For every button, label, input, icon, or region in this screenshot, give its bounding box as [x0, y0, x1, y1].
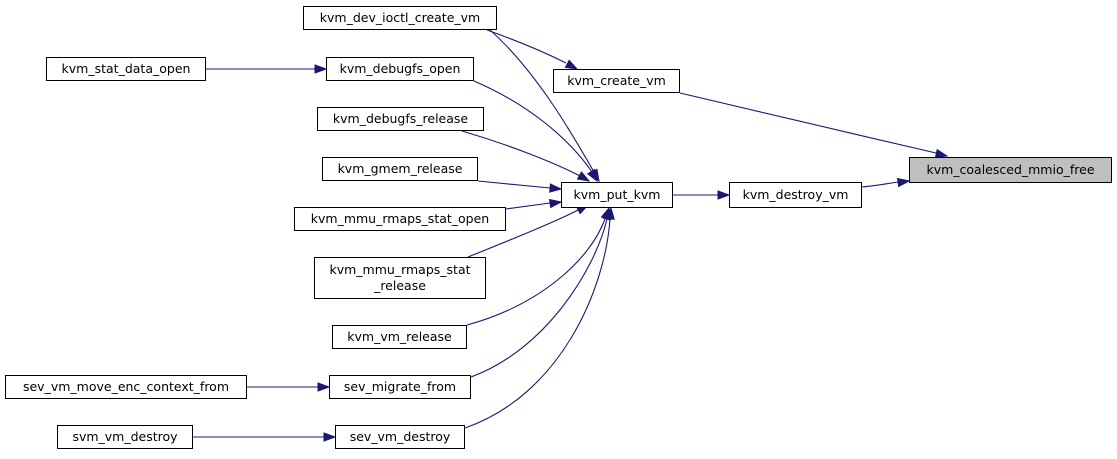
- node-svm-vm-destroy[interactable]: svm_vm_destroy: [57, 425, 193, 449]
- arrowhead: [317, 382, 331, 392]
- node-kvm-debugfs-open[interactable]: kvm_debugfs_open: [326, 57, 474, 81]
- arrowhead: [605, 206, 615, 220]
- node-kvm-debugfs-release[interactable]: kvm_debugfs_release: [317, 107, 484, 131]
- edge-kvm-debugfs-open-to-kvm-put-kvm: [473, 80, 593, 173]
- node-label: kvm_vm_release: [347, 329, 452, 344]
- arrowhead: [896, 177, 911, 188]
- edge-kvm-debugfs-release-to-kvm-put-kvm: [461, 130, 581, 177]
- node-label: kvm_mmu_rmaps_stat _release: [329, 262, 471, 293]
- edge-kvm-create-vm-to-kvm-coalesced-mmio-free: [679, 92, 937, 154]
- node-kvm-coalesced-mmio-free: kvm_coalesced_mmio_free: [909, 157, 1112, 183]
- node-label: kvm_coalesced_mmio_free: [926, 162, 1095, 177]
- node-sev-vm-destroy[interactable]: sev_vm_destroy: [335, 425, 465, 449]
- edge-kvm-mmu-rmaps-stat-open-to-kvm-put-kvm: [505, 202, 551, 210]
- node-kvm-stat-data-open[interactable]: kvm_stat_data_open: [46, 57, 206, 81]
- node-label: kvm_dev_ioctl_create_vm: [319, 10, 481, 25]
- arrowhead: [934, 148, 949, 159]
- node-label: kvm_stat_data_open: [61, 61, 191, 76]
- node-label: kvm_put_kvm: [573, 187, 661, 202]
- node-label: kvm_mmu_rmaps_stat_open: [310, 211, 490, 226]
- node-kvm-create-vm[interactable]: kvm_create_vm: [553, 69, 680, 93]
- node-label: kvm_create_vm: [567, 73, 666, 88]
- node-kvm-put-kvm[interactable]: kvm_put_kvm: [561, 182, 673, 208]
- arrowhead: [717, 190, 731, 200]
- node-label: kvm_debugfs_open: [339, 61, 461, 76]
- edge-kvm-vm-release-to-kvm-put-kvm: [466, 218, 606, 326]
- node-kvm-gmem-release[interactable]: kvm_gmem_release: [322, 157, 478, 181]
- node-sev-vm-move-enc-context-from[interactable]: sev_vm_move_enc_context_from: [5, 375, 247, 399]
- arrowhead: [576, 171, 591, 182]
- node-kvm-dev-ioctl-create-vm[interactable]: kvm_dev_ioctl_create_vm: [303, 6, 497, 30]
- node-label: sev_vm_move_enc_context_from: [22, 379, 230, 394]
- arrowhead: [314, 64, 328, 74]
- edge-kvm-mmu-rmaps-stat-release-to-kvm-put-kvm: [467, 209, 579, 258]
- edge-kvm-destroy-vm-to-kvm-coalesced-mmio-free: [861, 181, 899, 188]
- arrowhead: [548, 198, 563, 209]
- node-label: sev_migrate_from: [343, 379, 457, 394]
- edge-kvm-dev-ioctl-create-vm-to-kvm-put-kvm: [489, 29, 595, 173]
- edge-kvm-dev-ioctl-create-vm-to-kvm-create-vm: [486, 29, 567, 64]
- edge-kvm-gmem-release-to-kvm-put-kvm: [477, 180, 551, 189]
- node-kvm-mmu-rmaps-stat-open[interactable]: kvm_mmu_rmaps_stat_open: [294, 207, 506, 231]
- node-kvm-mmu-rmaps-stat-release[interactable]: kvm_mmu_rmaps_stat _release: [314, 257, 486, 299]
- node-kvm-vm-release[interactable]: kvm_vm_release: [332, 325, 467, 349]
- node-label: kvm_debugfs_release: [332, 111, 469, 126]
- arrowhead: [564, 59, 579, 70]
- edge-sev-migrate-from-to-kvm-put-kvm: [470, 218, 608, 378]
- arrowhead: [549, 183, 563, 193]
- node-sev-migrate-from[interactable]: sev_migrate_from: [329, 375, 471, 399]
- node-label: kvm_gmem_release: [337, 161, 463, 176]
- node-kvm-destroy-vm[interactable]: kvm_destroy_vm: [729, 182, 862, 208]
- node-label: svm_vm_destroy: [72, 429, 178, 444]
- edge-sev-vm-destroy-to-kvm-put-kvm: [464, 218, 611, 429]
- node-label: sev_vm_destroy: [349, 429, 451, 444]
- arrowhead: [586, 168, 598, 183]
- node-label: kvm_destroy_vm: [742, 187, 849, 202]
- arrowhead: [323, 432, 337, 442]
